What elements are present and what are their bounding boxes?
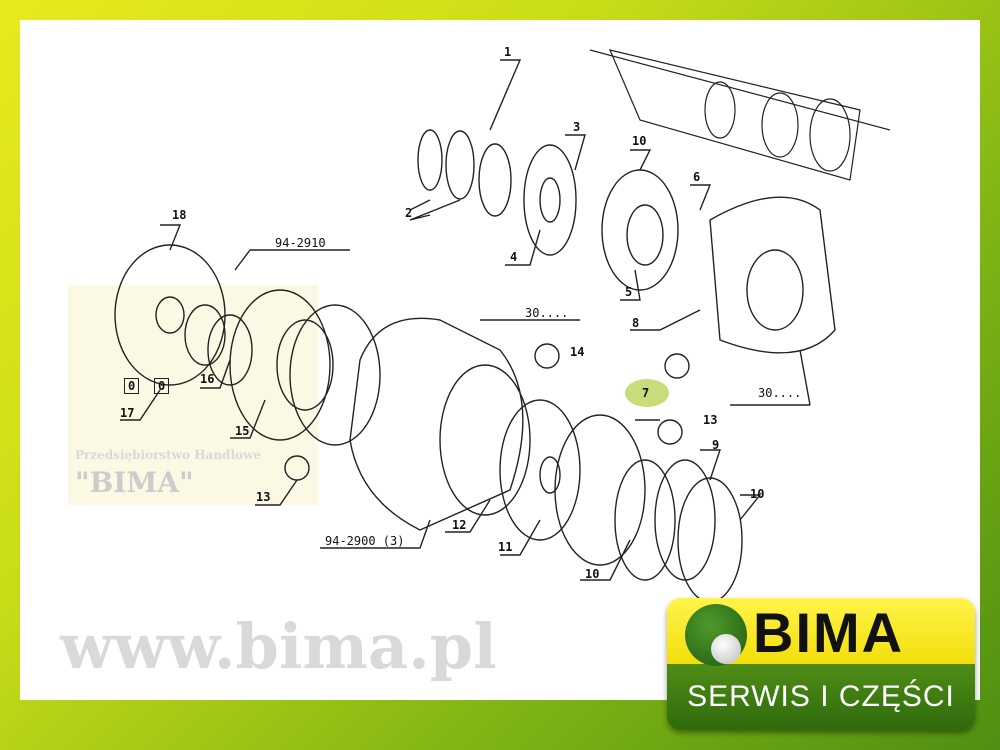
box-17-a: 0 [124,378,140,394]
watermark-company-name: "BIMA" [75,466,194,499]
callout-17: 17 [120,406,135,420]
gearbox-illustration [589,49,891,181]
logo-brand: BIMA [753,601,905,664]
bima-logo: BIMA SERWIS I CZĘŚCI [667,598,975,730]
logo-pearl-icon [711,634,741,664]
ref-94-2900: 94-2900 (3) [325,534,405,548]
callout-10-top: 10 [632,134,647,148]
watermark-url: www.bima.pl [60,610,497,683]
box-17-b: 0 [154,378,170,394]
callout-10-bottom: 10 [585,567,600,581]
callout-13-left: 13 [256,490,271,504]
logo-tagline: SERWIS I CZĘŚCI [667,664,975,730]
callout-4: 4 [510,250,518,264]
torque-note-b: 30.... [758,386,802,400]
callout-5: 5 [625,285,633,299]
callout-16: 16 [200,372,215,386]
callout-15: 15 [235,424,250,438]
callout-7: 7 [642,386,650,400]
callout-2: 2 [405,206,413,220]
watermark-company-line: Przedsiębiorstwo Handlowe [75,448,261,462]
callout-6: 6 [693,170,701,184]
callout-14: 14 [570,345,585,359]
callout-9: 9 [712,438,720,452]
ref-94-2910: 94-2910 [275,236,326,250]
callout-3: 3 [573,120,581,134]
torque-note-a: 30.... [525,306,569,320]
callout-11: 11 [498,540,513,554]
callout-10-right: 10 [750,487,765,501]
callout-12: 12 [452,518,467,532]
callout-8: 8 [632,316,640,330]
parts-diagram: www.bima.pl Przedsiębiorstwo Handlowe "B… [20,20,980,700]
callout-13-right: 13 [703,413,718,427]
callout-1: 1 [504,45,512,59]
callout-18: 18 [172,208,187,222]
exploded-view-drawing [68,49,891,603]
